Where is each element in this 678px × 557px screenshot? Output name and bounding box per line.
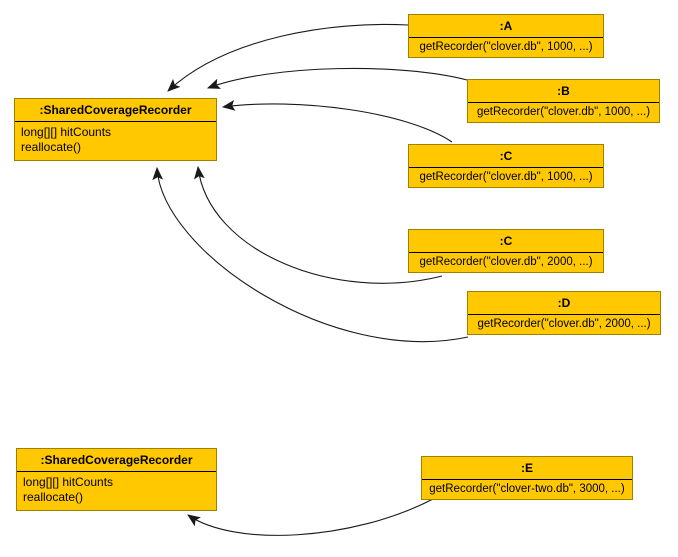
object-method-call: getRecorder("clover-two.db", 3000, ...) bbox=[429, 483, 625, 495]
attribute-reallocate: reallocate() bbox=[23, 490, 84, 504]
arrow-d-to-recorder1 bbox=[152, 166, 469, 343]
attribute-hitcounts: long[][] hitCounts bbox=[23, 475, 114, 489]
object-title: :SharedCoverageRecorder bbox=[15, 99, 216, 122]
object-title: :A bbox=[409, 15, 603, 38]
object-method-call: getRecorder("clover.db", 1000, ...) bbox=[419, 41, 593, 53]
arrow-a-to-recorder1 bbox=[167, 23, 409, 92]
object-method-call: getRecorder("clover.db", 2000, ...) bbox=[477, 318, 651, 330]
object-title: :E bbox=[422, 457, 632, 480]
object-method-call: getRecorder("clover.db", 1000, ...) bbox=[419, 171, 593, 183]
object-title: :SharedCoverageRecorder bbox=[17, 449, 216, 472]
object-box-a[interactable]: :A getRecorder("clover.db", 1000, ...) bbox=[408, 14, 604, 58]
object-title: :B bbox=[468, 80, 659, 103]
object-box-c-1000[interactable]: :C getRecorder("clover.db", 1000, ...) bbox=[408, 144, 604, 188]
arrow-e-to-recorder2 bbox=[187, 498, 434, 536]
object-box-shared-coverage-recorder-1[interactable]: :SharedCoverageRecorder long[][] hitCoun… bbox=[14, 98, 217, 161]
object-box-e[interactable]: :E getRecorder("clover-two.db", 3000, ..… bbox=[421, 456, 633, 500]
object-title: :C bbox=[409, 145, 603, 168]
object-method-call: getRecorder("clover.db", 2000, ...) bbox=[419, 256, 593, 268]
object-title: :C bbox=[409, 230, 603, 253]
object-title: :D bbox=[468, 292, 660, 315]
arrow-c1-to-recorder1 bbox=[221, 100, 453, 143]
object-box-d[interactable]: :D getRecorder("clover.db", 2000, ...) bbox=[467, 291, 661, 335]
attribute-hitcounts: long[][] hitCounts bbox=[21, 125, 112, 139]
object-box-b[interactable]: :B getRecorder("clover.db", 1000, ...) bbox=[467, 79, 660, 123]
object-attributes: long[][] hitCounts reallocate() bbox=[17, 472, 216, 510]
object-attributes: long[][] hitCounts reallocate() bbox=[15, 122, 216, 160]
object-box-shared-coverage-recorder-2[interactable]: :SharedCoverageRecorder long[][] hitCoun… bbox=[16, 448, 217, 511]
arrow-b-to-recorder1 bbox=[206, 67, 468, 89]
arrow-c2-to-recorder1 bbox=[194, 165, 443, 284]
object-method-call: getRecorder("clover.db", 1000, ...) bbox=[476, 106, 651, 118]
object-box-c-2000[interactable]: :C getRecorder("clover.db", 2000, ...) bbox=[408, 229, 604, 273]
attribute-reallocate: reallocate() bbox=[21, 140, 82, 154]
